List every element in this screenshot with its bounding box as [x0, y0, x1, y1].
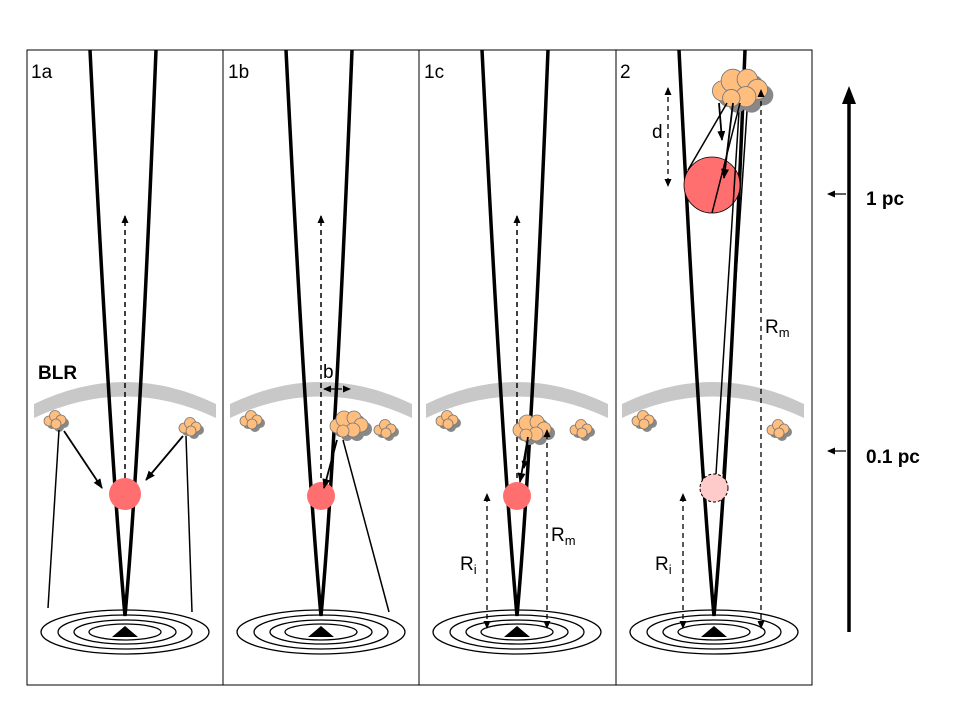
panel-label: 1b	[228, 62, 249, 83]
rm-label: Rm	[765, 317, 790, 340]
emission-blob	[503, 482, 531, 510]
black-hole	[504, 626, 530, 637]
black-hole	[308, 626, 334, 637]
panel-1c: 1c Ri Rm	[418, 49, 617, 686]
panel-1b: 1b b	[222, 49, 420, 686]
d-label: d	[652, 122, 663, 143]
rm-label: Rm	[551, 525, 576, 548]
scatter-arrow	[145, 435, 184, 481]
ri-label: Ri	[460, 554, 477, 577]
emission-blob-faded	[699, 473, 729, 503]
scatter-arrow	[521, 439, 529, 469]
disk-ray	[47, 429, 60, 609]
blr-band	[34, 382, 216, 418]
scatter-arrow	[721, 102, 734, 179]
scatter-arrow	[322, 439, 338, 489]
panel-2: 2	[615, 49, 813, 686]
jet-boundary	[284, 49, 354, 617]
jet-boundary	[480, 49, 550, 617]
distance-scale: 1 pc 0.1 pc	[827, 86, 920, 632]
disk-ray	[185, 435, 193, 613]
scatter-arrow	[717, 102, 726, 141]
label-0-1pc: 0.1 pc	[866, 447, 920, 468]
emission-blob	[109, 478, 141, 510]
blr-band	[426, 382, 608, 418]
emission-blob	[307, 482, 335, 510]
scatter-arrow	[517, 436, 529, 483]
disk-ray	[342, 439, 390, 613]
ri-label: Ri	[655, 554, 672, 577]
scatter-arrow	[63, 430, 103, 489]
panel-label: 1c	[424, 62, 444, 83]
disk-ray	[722, 95, 749, 475]
panel-label: 2	[620, 62, 631, 83]
emission-blob	[683, 156, 741, 214]
jet-boundary	[677, 49, 747, 617]
jet-boundary	[88, 49, 158, 617]
panel-1a: 1a BLR	[26, 49, 224, 686]
b-label: b	[323, 362, 334, 383]
label-1pc: 1 pc	[866, 189, 904, 210]
panel-label: 1a	[31, 62, 53, 83]
disk-ray	[715, 95, 741, 475]
scale-axis-arrowhead	[842, 86, 856, 104]
scatter-arrow	[711, 102, 741, 214]
black-hole	[701, 626, 727, 637]
blr-band	[230, 382, 412, 418]
black-hole	[112, 626, 138, 637]
blr-label: BLR	[38, 363, 77, 384]
